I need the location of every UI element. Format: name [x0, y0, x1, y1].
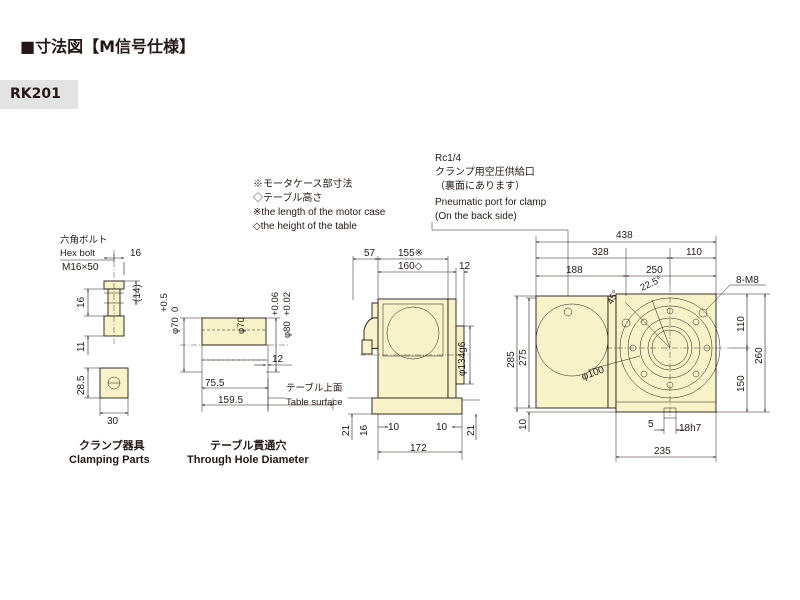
clamping-caption-en: Clamping Parts: [69, 454, 150, 466]
dim-clamp-14: (14): [132, 284, 143, 302]
clamping-parts-view: 六角ボルト Hex bolt M16×50 16 (14) 16 11 28.5…: [60, 234, 150, 466]
dim-clamp-16b: 16: [76, 296, 87, 308]
note-height-en: ◇the height of the table: [253, 221, 357, 232]
dim-hole-159-5: 159.5: [218, 395, 243, 406]
page-title: ■寸法図【M信号仕様】: [20, 37, 196, 56]
through-hole-view: +0.5 0 φ70 φ70 +0.06 +0.02 φ80 12 75.5 1…: [159, 292, 343, 466]
model-tab-background: [0, 80, 78, 109]
hole-upper-band: [201, 317, 267, 346]
notes-block: ※モータケース部寸法 ◇テーブル高さ ※the length of the mo…: [253, 177, 386, 232]
port-en2: (On the back side): [435, 211, 517, 222]
model-tab: RK201: [10, 86, 61, 102]
dim-side-12: 12: [459, 261, 471, 272]
dim-clamp-30: 30: [107, 416, 119, 427]
dim-side-172: 172: [410, 443, 427, 454]
port-label-block: Rc1/4 クランプ用空圧供給口 （裏面にあります） Pneumatic por…: [431, 153, 569, 305]
hole-caption-ja: テーブル貫通穴: [210, 438, 286, 452]
dim-front-250: 250: [646, 265, 663, 276]
dim-hole-phi80: φ80: [282, 321, 293, 338]
note-motor-ja: ※モータケース部寸法: [253, 177, 353, 190]
clamping-caption-ja: クランプ器具: [79, 438, 145, 452]
dim-front-110b: 110: [736, 316, 747, 332]
hex-bolt-label-en: Hex bolt: [60, 248, 95, 259]
table-surface-en: Table surface: [286, 397, 343, 408]
dim-front-10: 10: [518, 418, 529, 430]
hex-bolt-label-ja: 六角ボルト: [60, 234, 108, 246]
dim-front-188: 188: [566, 265, 583, 276]
angle-22-5: 22.5°: [639, 274, 664, 293]
tol-plus-0-06: +0.06: [270, 292, 281, 316]
front-motor-case: [535, 295, 609, 409]
dim-hole-phi70a: φ70: [170, 317, 181, 334]
dim-front-18h7: 18h7: [679, 423, 702, 434]
dim-front-150: 150: [736, 375, 747, 392]
front-table-body: [615, 293, 717, 413]
bolt-size-label: M16×50: [62, 262, 99, 273]
dim-front-8-m8: 8-M8: [736, 275, 759, 286]
note-motor-en: ※the length of the motor case: [253, 207, 386, 218]
dim-front-235: 235: [654, 446, 671, 457]
dim-front-328: 328: [592, 247, 609, 258]
dim-side-160: 160◇: [398, 261, 423, 272]
port-ja1: クランプ用空圧供給口: [435, 165, 535, 178]
hole-caption-en: Through Hole Diameter: [187, 454, 309, 466]
port-en1: Pneumatic port for clamp: [435, 197, 547, 208]
dim-front-5: 5: [648, 419, 654, 430]
dim-side-21a: 21: [341, 424, 352, 436]
dim-front-110a: 110: [686, 247, 702, 258]
tol-plus-0-02: +0.02: [282, 292, 293, 316]
dim-hole-12: 12: [272, 354, 284, 365]
dim-hole-75-5: 75.5: [205, 378, 225, 389]
dim-side-155: 155※: [398, 248, 423, 259]
port-rc: Rc1/4: [435, 153, 462, 164]
note-height-ja: ◇テーブル高さ: [253, 191, 322, 204]
dim-front-275: 275: [518, 349, 529, 366]
dim-hole-phi70b: φ70: [236, 317, 247, 334]
dim-side-10b: 10: [436, 422, 448, 433]
dim-side-phi134g6: φ134g6: [457, 341, 468, 376]
dim-side-10a: 10: [388, 422, 400, 433]
table-surface-ja: テーブル上面: [286, 382, 342, 394]
front-view: 438 328 110 188 250 8-M8 45° 22.5° 285 2…: [506, 230, 770, 462]
port-ja2: （裏面にあります）: [435, 179, 525, 192]
dim-clamp-28-5: 28.5: [76, 375, 87, 395]
dim-side-16: 16: [359, 424, 370, 436]
dim-side-21b: 21: [466, 424, 477, 436]
side-view: 57 155※ 160◇ 12 φ134g6 21 16 10 10 21 17…: [341, 248, 480, 460]
hole-lower-band: [201, 344, 269, 361]
dim-front-438: 438: [616, 230, 633, 241]
dim-clamp-11: 11: [76, 341, 87, 352]
side-motor-case: [377, 298, 449, 415]
dim-front-285: 285: [506, 351, 517, 368]
dim-side-57: 57: [364, 248, 376, 259]
tol-plus-0-5: +0.5: [159, 293, 170, 312]
dim-clamp-16a: 16: [130, 248, 142, 259]
dim-front-260: 260: [754, 347, 765, 364]
tol-zero: 0: [170, 307, 181, 312]
